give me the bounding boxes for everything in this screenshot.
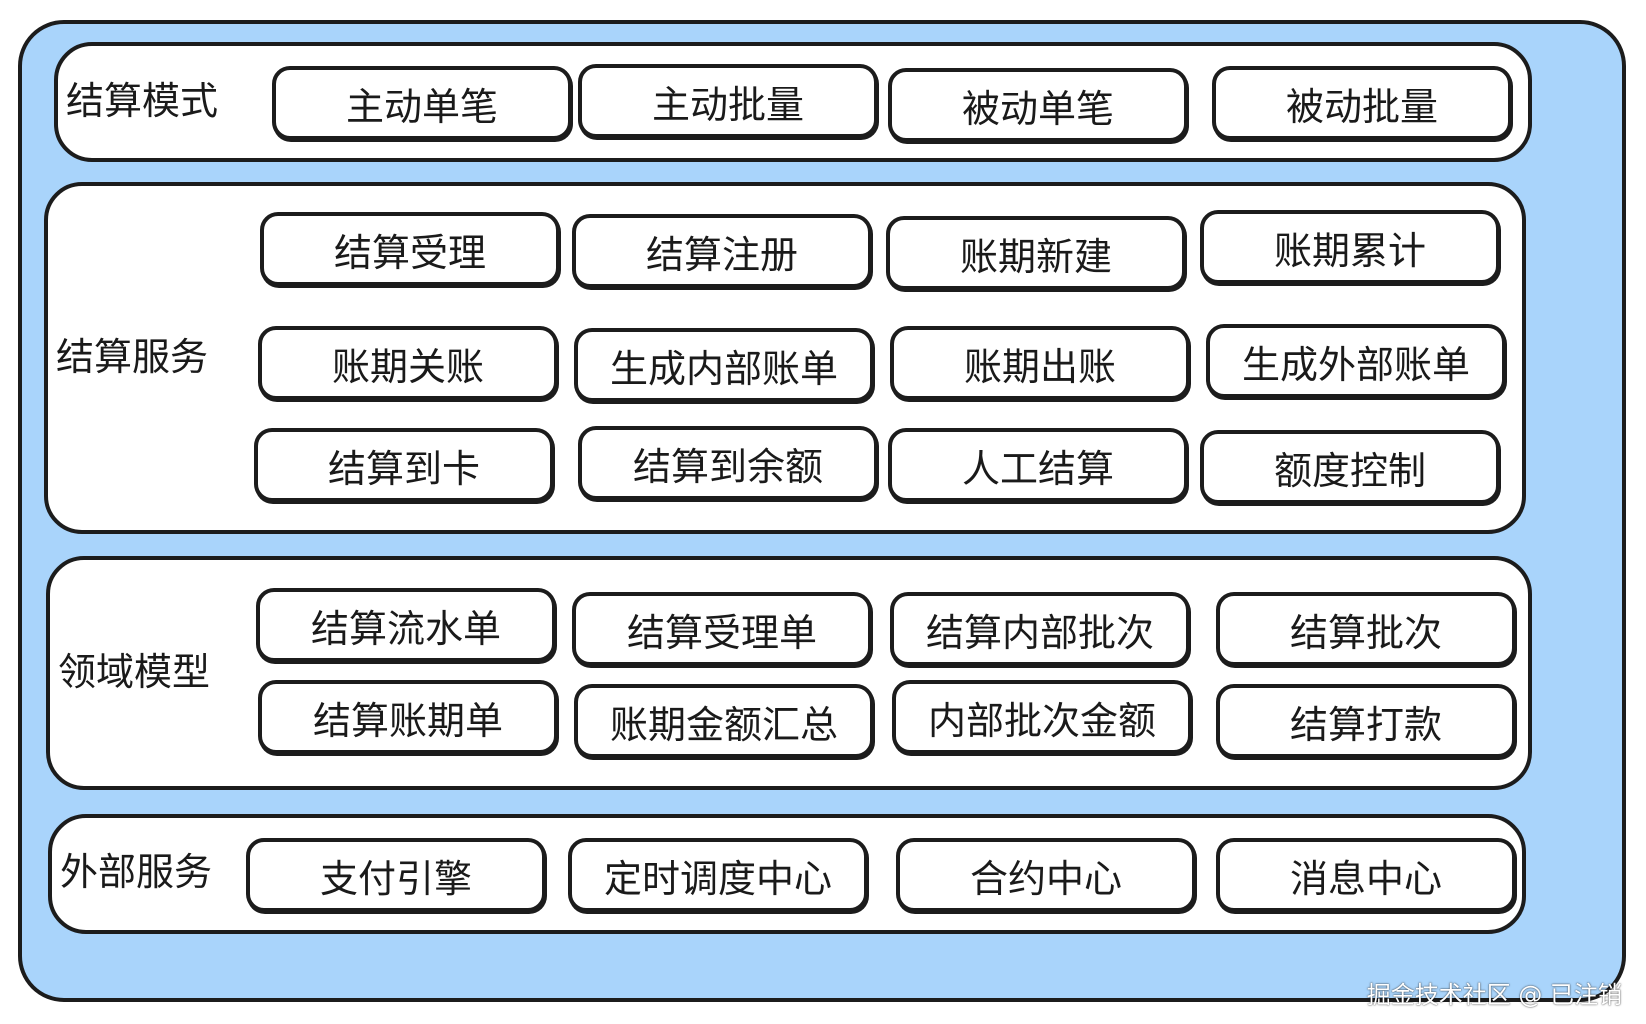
service-box: 生成内部账单 [574, 328, 874, 402]
service-box: 结算注册 [572, 214, 872, 288]
model-box: 内部批次金额 [892, 680, 1192, 754]
external-box: 支付引擎 [246, 838, 546, 912]
service-box: 结算受理 [260, 212, 560, 286]
model-box: 结算流水单 [256, 588, 556, 662]
service-box: 人工结算 [888, 428, 1188, 502]
external-box: 定时调度中心 [568, 838, 868, 912]
service-box: 账期关账 [258, 326, 558, 400]
layer-external-service-label: 外部服务 [60, 850, 213, 894]
model-box: 结算账期单 [258, 680, 558, 754]
mode-box: 被动批量 [1212, 66, 1512, 140]
layer-domain-model-label: 领域模型 [58, 650, 211, 694]
service-box: 结算到余额 [578, 426, 878, 500]
service-box: 账期新建 [886, 216, 1186, 290]
external-box: 合约中心 [896, 838, 1196, 912]
model-box: 结算批次 [1216, 592, 1516, 666]
service-box: 账期出账 [890, 326, 1190, 400]
model-box: 账期金额汇总 [574, 684, 874, 758]
model-box: 结算内部批次 [890, 592, 1190, 666]
layer-settlement-mode-label: 结算模式 [66, 79, 219, 123]
service-box: 结算到卡 [254, 428, 554, 502]
layer-settlement-service-label: 结算服务 [56, 335, 209, 379]
service-box: 生成外部账单 [1206, 324, 1506, 398]
model-box: 结算受理单 [572, 592, 872, 666]
service-box: 账期累计 [1200, 210, 1500, 284]
service-box: 额度控制 [1200, 430, 1500, 504]
mode-box: 主动批量 [578, 64, 878, 138]
external-box: 消息中心 [1216, 838, 1516, 912]
mode-box: 主动单笔 [272, 66, 572, 140]
watermark: 掘金技术社区 @ 已注销 [1366, 981, 1622, 1009]
model-box: 结算打款 [1216, 684, 1516, 758]
mode-box: 被动单笔 [888, 68, 1188, 142]
